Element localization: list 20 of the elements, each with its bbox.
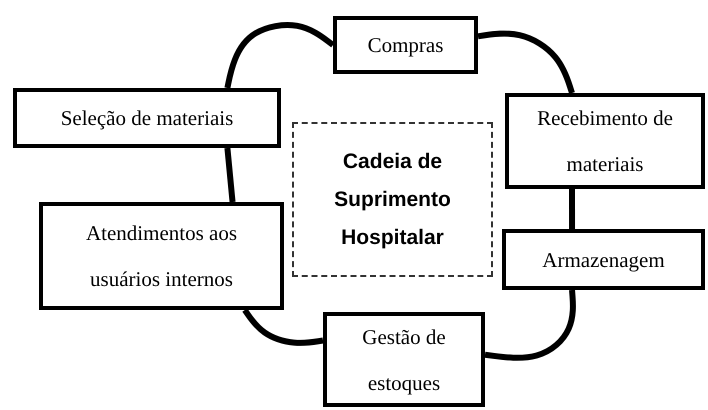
connector-line [569,189,576,229]
process-box [39,202,284,310]
process-box [13,88,281,148]
node-label: Compras [366,32,444,59]
node-label: Armazenagem [541,246,666,274]
connector-line [478,30,575,94]
node-label: Seleção de materiais [60,105,234,132]
node-label: Atendimentos aos usuários internos [84,220,238,293]
dashed-title-box [292,122,493,277]
connector-line [224,22,335,89]
connector-line [224,148,236,202]
process-box [502,229,705,290]
node-label: Gestão de estoques [361,324,447,396]
node-label: Recebimento de materiais [536,105,674,178]
connector-line [242,308,324,346]
process-box [333,16,478,74]
node-label: Cadeia de Suprimento Hospitalar [333,148,452,250]
process-box [505,93,705,189]
connector-line [484,290,576,361]
process-box [323,312,485,407]
